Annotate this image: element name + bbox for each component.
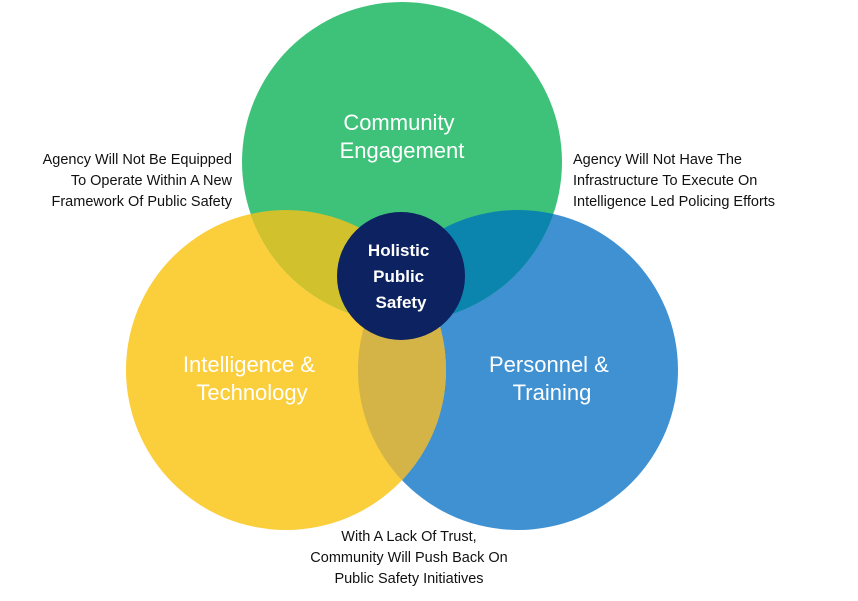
note-left: Agency Will Not Be Equipped To Operate W… <box>43 150 232 213</box>
note-right: Agency Will Not Have The Infrastructure … <box>573 150 775 213</box>
label-personnel-training: Personnel & Training <box>489 352 615 405</box>
center-circle <box>337 212 465 340</box>
note-right-line: Agency Will Not Have The <box>573 152 742 168</box>
note-bottom: With A Lack Of Trust, Community Will Pus… <box>0 527 818 590</box>
note-left-line: To Operate Within A New <box>70 173 232 189</box>
note-bottom-line: With A Lack Of Trust, <box>341 529 477 545</box>
note-left-line: Framework Of Public Safety <box>51 194 233 210</box>
label-intelligence-technology: Intelligence & Technology <box>183 352 321 405</box>
center-label: Holistic Public Safety <box>368 241 434 312</box>
note-bottom-line: Community Will Push Back On <box>310 550 508 566</box>
note-right-line: Intelligence Led Policing Efforts <box>573 194 776 210</box>
label-community-engagement: Community Engagement <box>340 110 465 163</box>
note-right-line: Infrastructure To Execute On <box>573 173 758 189</box>
note-left-line: Agency Will Not Be Equipped <box>42 152 232 168</box>
note-bottom-line: Public Safety Initiatives <box>334 571 484 587</box>
